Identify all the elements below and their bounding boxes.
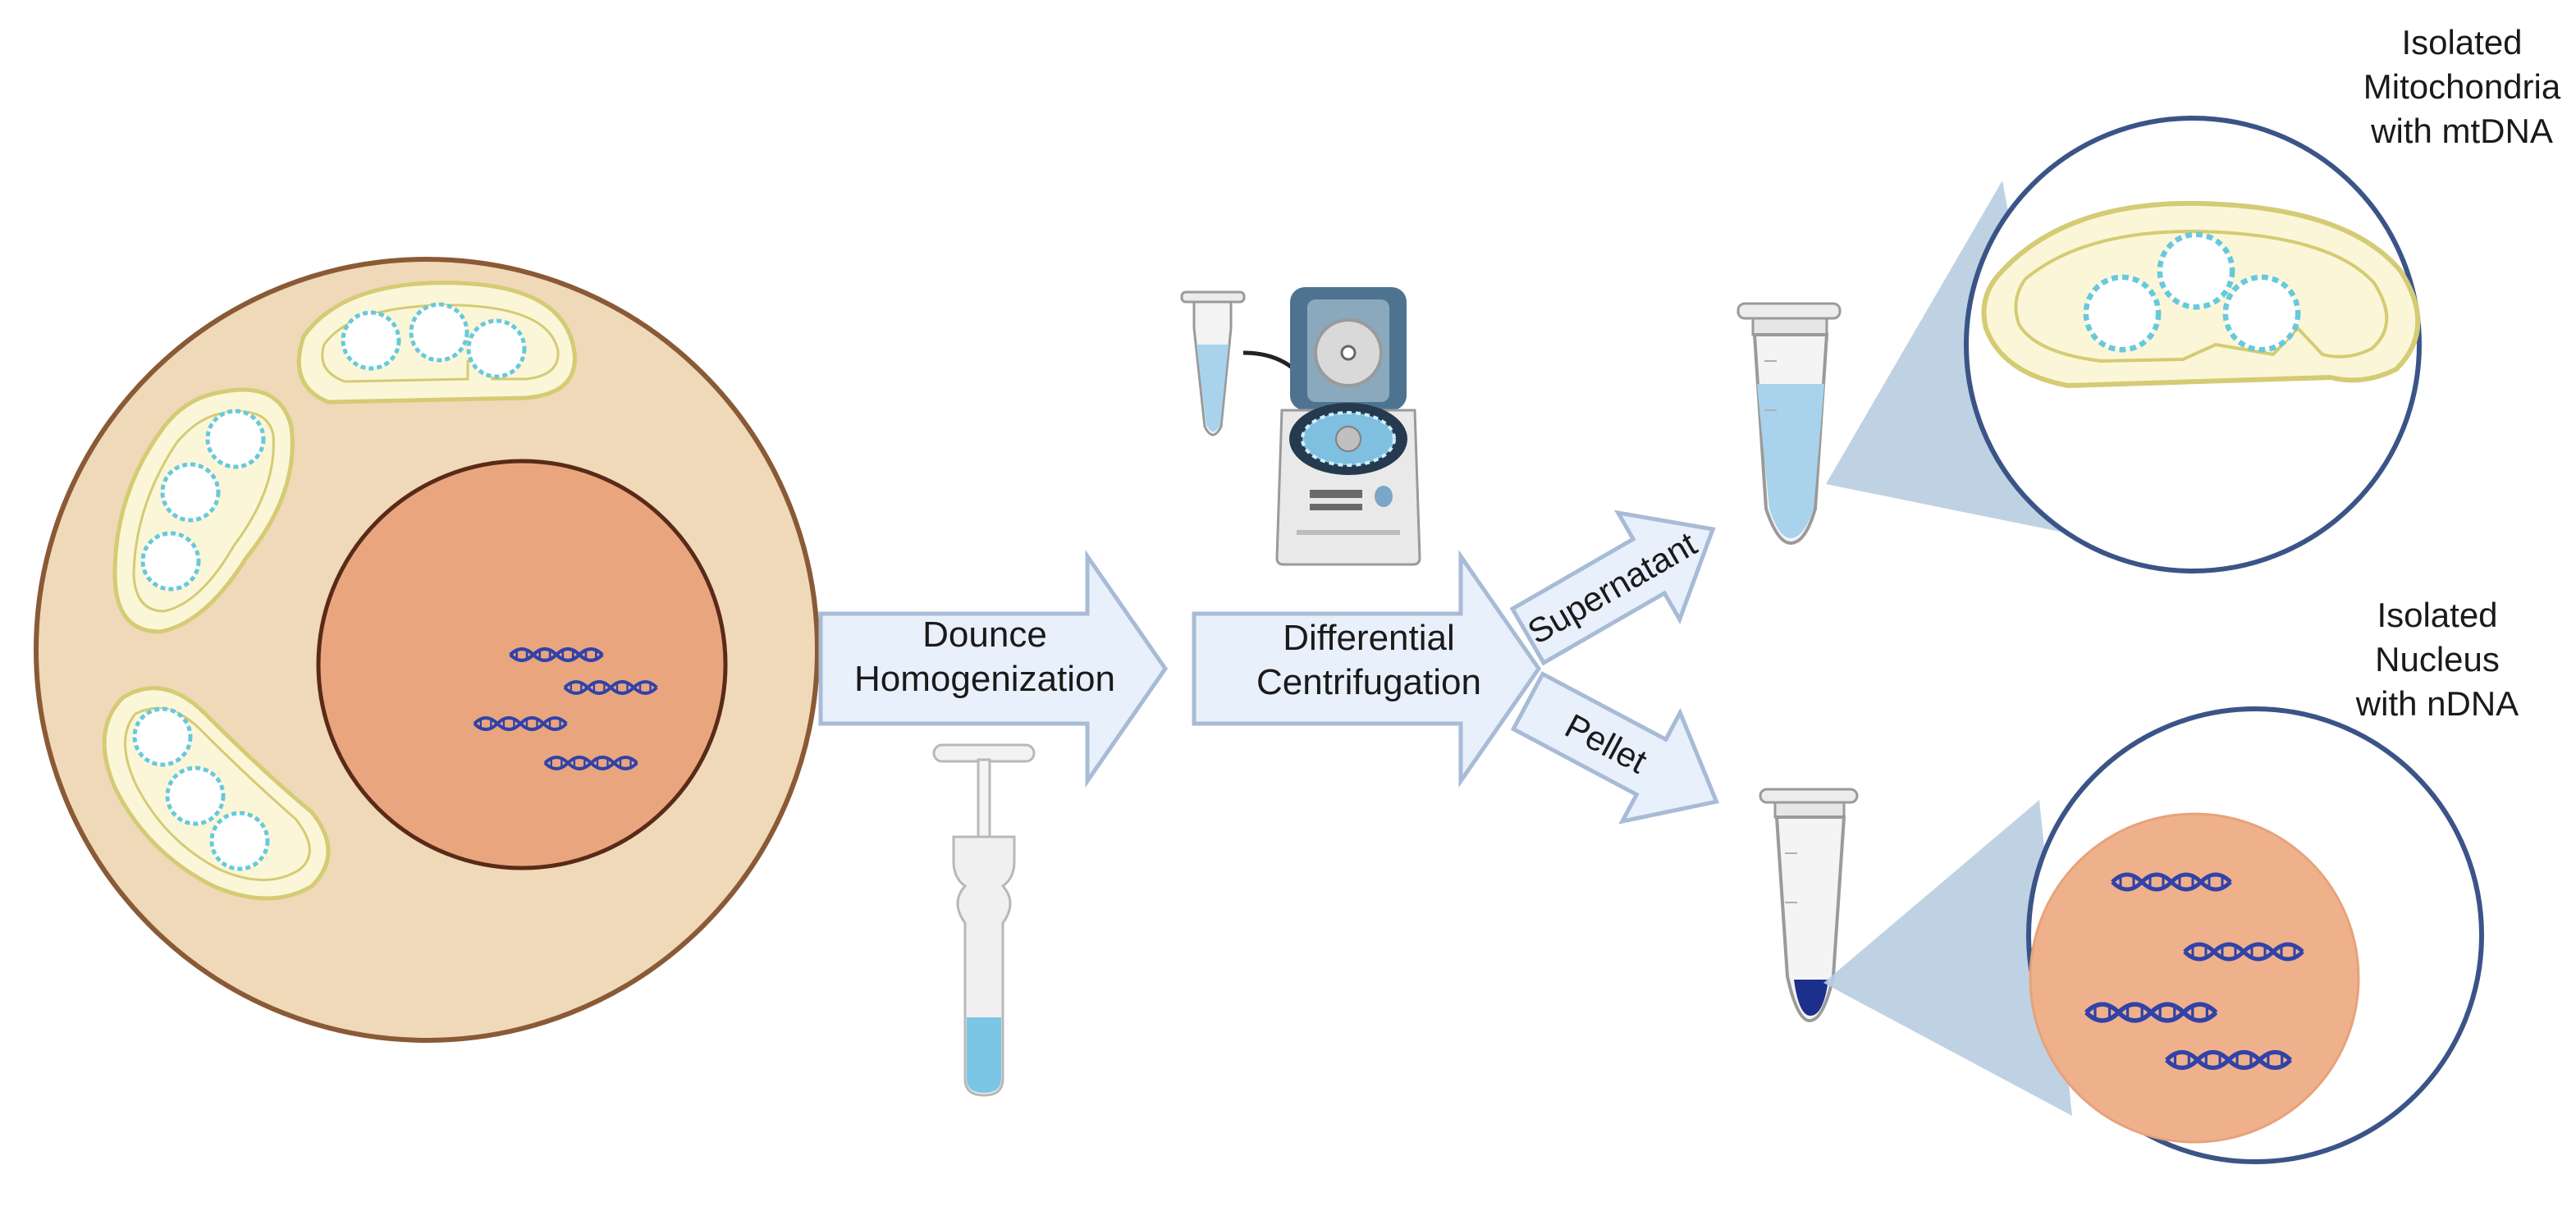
nuclear-envelope [316,459,728,870]
mitochondria-output-label: Isolated Mitochondria with mtDNA [2363,23,2561,150]
mitochondria-label-line2: Mitochondria [2363,67,2561,106]
nucleus-output-label: Isolated Nucleus with nDNA [2355,596,2519,723]
centrifuge-icon [1275,287,1421,566]
nucleus-label-line3: with nDNA [2355,684,2519,723]
dounce-homogenizer-icon [932,743,1036,1097]
homogenization-arrow: Dounce Homogenization [818,550,1169,788]
centrifugation-arrow: Differential Centrifugation [1192,550,1542,788]
mitochondrion-left [112,387,295,634]
mitochondria-label-line3: with mtDNA [2370,112,2553,150]
mitochondrion-bottom [102,686,331,901]
homogenization-label-line1: Dounce [922,615,1047,655]
nucleus-zoom [1823,706,2484,1164]
nucleus [316,459,728,870]
centrifugation-label-line2: Centrifugation [1256,662,1481,702]
mitochondria-zoom [1826,116,2422,573]
supernatant-arrow: Supernatant [1509,509,1716,666]
nucleus-label-line1: Isolated [2377,596,2497,634]
pellet-arrow: Pellet [1510,671,1720,825]
centrifugation-label-line1: Differential [1283,618,1455,658]
sample-tube-icon [1180,290,1323,436]
pellet-tube-icon [1759,788,1859,1023]
supernatant-tube-icon [1736,302,1842,546]
cell [34,257,820,1043]
homogenization-label-line2: Homogenization [854,659,1115,699]
nucleus-label-line2: Nucleus [2375,640,2500,679]
mitochondria-label-line1: Isolated [2401,23,2522,62]
mitochondrion-top [296,281,577,404]
zoom-cone-bottom [1823,800,2072,1116]
